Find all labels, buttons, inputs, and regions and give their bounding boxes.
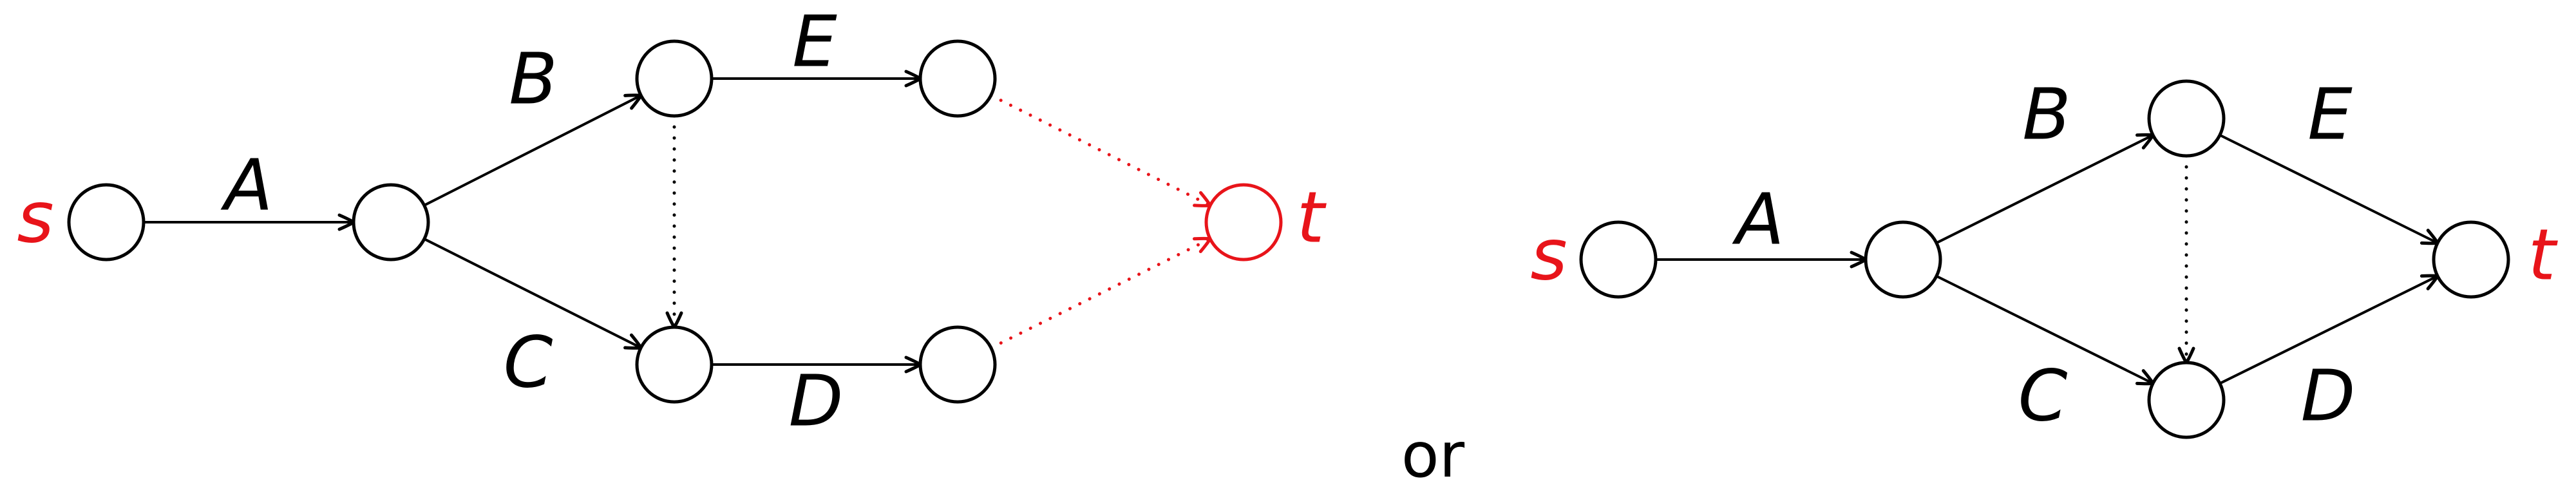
right-edge-label-E: E [2307,73,2353,155]
left-edge-n3-t [989,93,1212,207]
right-node-n2 [2147,79,2226,158]
left-diagram: A B C E Ds t [17,0,1327,442]
right-edge-n1-n4 [1935,274,2155,385]
left-node-label-t: t [1296,176,1327,258]
left-node-n4 [635,325,714,404]
left-node-t [1204,183,1283,261]
right-node-n4 [2147,361,2226,439]
right-node-t [2432,220,2510,299]
separator-or: or [1401,419,1465,491]
left-edge-n1-n4 [422,238,643,349]
right-edge-label-B: B [2022,73,2070,155]
right-edge-label-A: A [1732,178,1784,260]
left-node-s [67,183,146,261]
left-node-label-s: s [17,176,53,258]
left-edge-label-B: B [509,37,557,120]
right-edge-n1-n2 [1935,133,2155,245]
right-edge-n2-t [2218,133,2439,245]
right-node-label-t: t [2528,213,2558,296]
right-node-label-s: s [1530,213,1567,296]
left-node-n3 [918,39,997,118]
right-node-s [1579,220,1658,299]
left-edge-label-A: A [220,144,272,226]
right-edge-label-C: C [2018,354,2068,437]
left-edge-label-C: C [504,321,553,403]
right-diagram: A B C E Ds t [1530,73,2558,439]
right-edge-label-D: D [2301,354,2356,437]
left-edge-n1-n2 [422,94,643,207]
left-edge-n5-t [989,237,1212,350]
left-node-n1 [352,183,430,261]
left-node-n5 [918,325,997,404]
left-edge-label-D: D [789,359,844,442]
right-node-n1 [1864,220,1942,299]
left-node-n2 [635,39,714,118]
right-edge-n4-t [2219,274,2439,385]
left-edge-label-E: E [792,0,837,82]
